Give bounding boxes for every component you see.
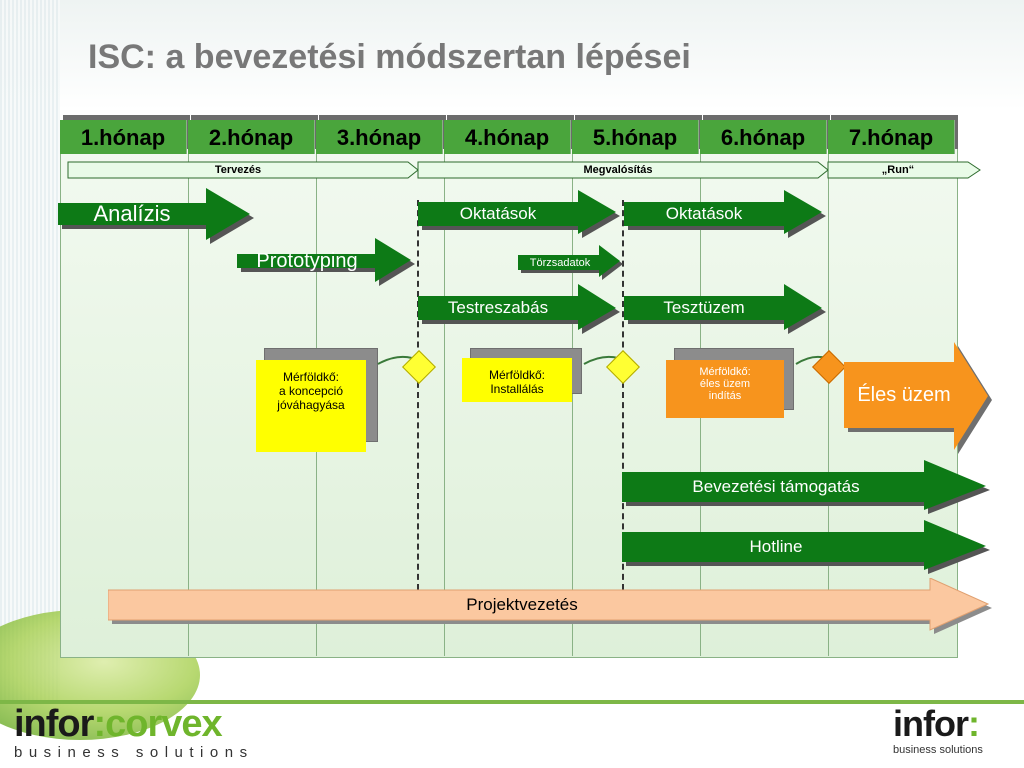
task-arrow-projektvezetes: Projektvezetés (108, 578, 994, 636)
task-arrow-oktatasok-2: Oktatások (624, 190, 830, 240)
milestone-card-eles-uzem: Mérföldkő: éles üzem indítás (666, 360, 784, 418)
task-label: Hotline (749, 537, 803, 556)
logo-text: infor (14, 703, 94, 745)
milestone-line: Installálás (490, 382, 544, 396)
task-arrow-teszt-uzem: Tesztüzem (624, 284, 830, 336)
milestone-card-koncepcio: Mérföldkő: a koncepció jóváhagyása (256, 360, 366, 452)
phase-label-tervezes: Tervezés (214, 164, 262, 176)
month-header-4: 4.hónap (444, 120, 571, 154)
phase-separator (622, 200, 624, 590)
month-header-6: 6.hónap (700, 120, 827, 154)
task-arrow-hotline: Hotline (622, 520, 992, 574)
month-header-3: 3.hónap (316, 120, 443, 154)
column-divider (444, 150, 445, 656)
task-arrow-oktatasok-1: Oktatások (418, 190, 624, 240)
phase-label-megvalositas: Megvalósítás (583, 164, 653, 176)
connector-line (377, 355, 413, 365)
task-label: Oktatások (665, 204, 743, 223)
background-top (0, 0, 1024, 110)
logo-separator: : (967, 703, 980, 744)
milestone-line: Mérföldkő: (488, 368, 546, 382)
task-arrow-prototyping: Prototyping (237, 238, 419, 288)
task-label: Prototyping (256, 249, 358, 272)
phase-label-run: „Run“ (881, 164, 915, 176)
month-header-1: 1.hónap (60, 120, 187, 154)
milestone-line: Mérföldkő: (282, 370, 340, 384)
column-divider (188, 150, 189, 656)
logo-separator: : (93, 703, 106, 745)
task-arrow-bevezetesi-tamogatas: Bevezetési támogatás (622, 460, 992, 514)
infor-corvex-logo: infor:corvex business solutions (14, 703, 254, 761)
task-label: Projektvezetés (466, 595, 578, 614)
task-arrow-eles-uzem: Éles üzem (844, 342, 994, 454)
column-divider (828, 150, 829, 656)
month-header-5: 5.hónap (572, 120, 699, 154)
task-arrow-analizis: Analízis (58, 188, 258, 248)
background-stripes (0, 0, 60, 700)
milestone-line: jóváhagyása (277, 398, 345, 412)
logo-text: corvex (105, 703, 223, 745)
milestone-line: éles üzem (699, 378, 751, 390)
logo-text: infor (893, 703, 969, 744)
column-divider (572, 150, 573, 656)
phase-bar-megvalositas (417, 161, 829, 179)
task-label: Éles üzem (857, 383, 951, 406)
task-label: Oktatások (459, 204, 537, 223)
footer-divider (0, 700, 1024, 704)
phase-bars (67, 161, 981, 179)
task-arrow-torzsadatok: Törzsadatok (518, 245, 626, 281)
logo-subtitle: business solutions (14, 744, 254, 761)
task-label: Törzsadatok (529, 256, 591, 269)
milestone-line: Mérföldkő: (699, 366, 751, 378)
month-header-2: 2.hónap (188, 120, 315, 154)
milestone-line: indítás (708, 390, 742, 402)
milestone-line: a koncepció (278, 384, 344, 398)
phase-bar-run (827, 161, 981, 179)
task-label: Bevezetési támogatás (692, 477, 860, 496)
milestone-card-installalas: Mérföldkő: Installálás (462, 358, 572, 402)
task-label: Testreszabás (447, 298, 549, 317)
infor-logo: infor: business solutions (893, 703, 983, 757)
phase-separator (417, 200, 419, 590)
task-label: Analízis (93, 201, 171, 226)
phase-bar-tervezes (67, 161, 419, 179)
task-label: Tesztüzem (663, 298, 745, 317)
task-arrow-testreszabas: Testreszabás (418, 284, 624, 336)
month-header-7: 7.hónap (828, 120, 955, 154)
page-title: ISC: a bevezetési módszertan lépései (88, 38, 691, 76)
logo-subtitle: business solutions (893, 744, 983, 756)
